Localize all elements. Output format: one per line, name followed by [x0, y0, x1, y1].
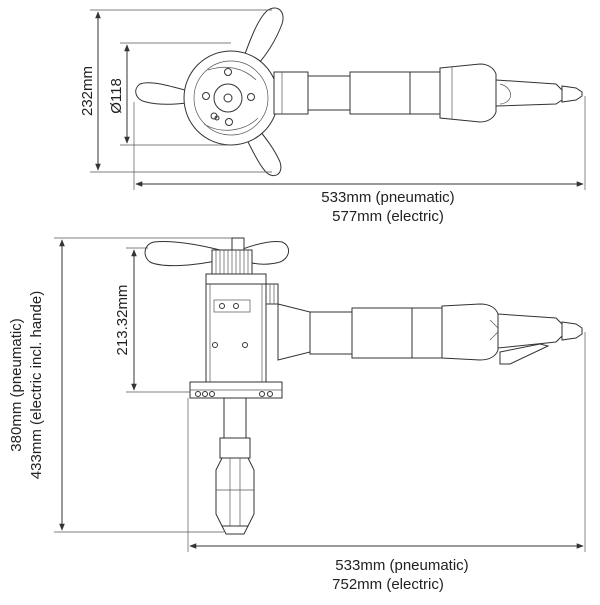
- side-handle-left: [144, 241, 221, 267]
- gearbox-housing: [205, 283, 267, 383]
- side-air-inlet: [561, 321, 583, 341]
- top-length-line1: 533mm (pneumatic): [321, 189, 454, 206]
- handle-knob: [231, 237, 245, 251]
- air-inlet: [561, 85, 583, 103]
- side-length-line2: 752mm (electric): [332, 576, 444, 593]
- spindle: [223, 397, 247, 439]
- head-hub: [213, 83, 243, 113]
- top-height-label: 232mm: [79, 66, 96, 116]
- side-knob: [265, 283, 279, 305]
- side-length-line1: 533mm (pneumatic): [335, 557, 468, 574]
- bolt-4: [225, 118, 233, 126]
- mandrel-tip: [221, 525, 249, 535]
- side-grip: [441, 303, 499, 361]
- handle-lobe-top: [241, 7, 284, 67]
- side-height-label: 213.32mm: [114, 285, 131, 356]
- side-motor-flange: [277, 303, 311, 361]
- bolt-3: [247, 93, 255, 101]
- expander-mandrel: [215, 457, 255, 527]
- bolt-1: [224, 68, 232, 76]
- side-motor-section-3: [411, 307, 443, 359]
- spindle-collar: [219, 437, 251, 459]
- head-center: [223, 93, 233, 103]
- motor-section-3: [409, 71, 441, 115]
- side-view: 213.32mm 380mm (pneumatic) 433mm (electr…: [8, 237, 586, 593]
- overall-height-line2: 433mm (electric incl. hande): [28, 291, 45, 479]
- bolt-2: [202, 92, 210, 100]
- side-valve-housing: [497, 313, 563, 349]
- top-view: 232mm Ø118 533mm (pneumatic) 577mm (elec…: [79, 7, 586, 225]
- overall-height-line1: 380mm (pneumatic): [8, 318, 25, 451]
- head-arc-bottom: [203, 117, 259, 131]
- grip-section: [439, 63, 497, 123]
- head-arc-top: [207, 66, 257, 81]
- motor-flange: [273, 71, 309, 115]
- top-length-line2: 577mm (electric): [332, 208, 444, 225]
- motor-section-2: [349, 71, 411, 115]
- head-inner-ring: [193, 60, 269, 136]
- motor-section-1: [307, 75, 351, 111]
- bolt-6: [214, 115, 220, 121]
- valve-housing: [495, 79, 563, 107]
- housing-top-band: [205, 273, 267, 285]
- side-motor-section-1: [309, 311, 353, 355]
- handle-lobe-left: [135, 82, 197, 105]
- trigger-lever: [499, 343, 550, 365]
- side-motor-section-2: [351, 307, 413, 359]
- diameter-label: Ø118: [108, 78, 125, 114]
